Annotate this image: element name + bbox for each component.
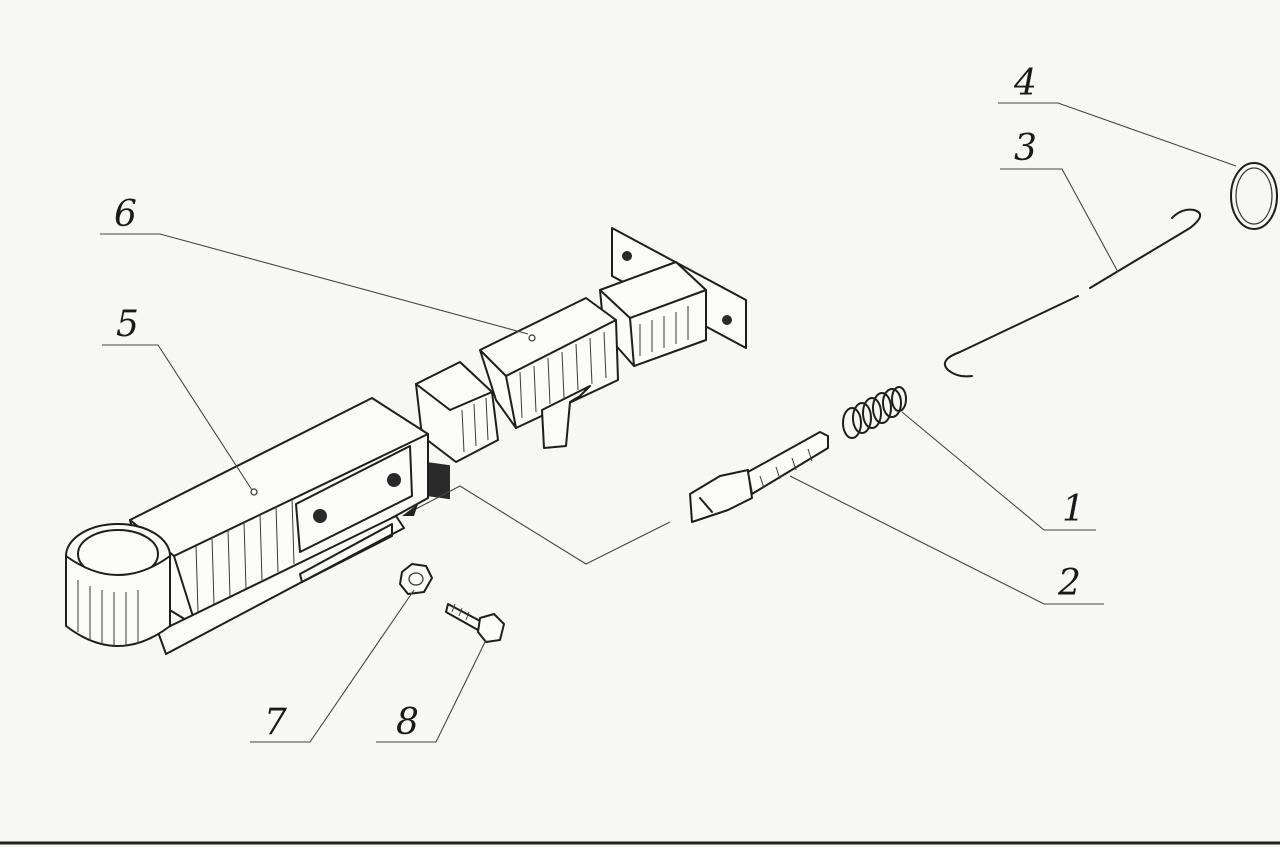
pin-part [689, 431, 829, 523]
callout-label-8: 7 [264, 702, 287, 743]
nut-part [399, 563, 433, 595]
callout-label-3: 3 [1014, 128, 1037, 169]
callout-6: 6 [100, 194, 529, 335]
callout-4: 4 [998, 63, 1237, 167]
callout-label-6: 6 [114, 194, 137, 235]
callout-label-7: 8 [396, 702, 419, 743]
callout-3: 3 [1000, 128, 1119, 273]
assembly-arrow [402, 485, 671, 565]
bracket-part [415, 227, 747, 500]
callout-8: 7 [250, 589, 415, 743]
callout-label-4: 4 [1013, 63, 1037, 104]
bolt-part [445, 603, 505, 643]
callout-7: 8 [376, 639, 487, 743]
callout-1: 1 [901, 411, 1096, 531]
spring-part [842, 386, 907, 439]
callout-label-5: 5 [116, 304, 139, 345]
arm-part [65, 397, 429, 655]
rod-part [944, 208, 1201, 378]
callout-2: 2 [789, 475, 1104, 605]
callout-label-2: 2 [1057, 563, 1081, 604]
callout-5: 5 [102, 304, 253, 491]
callout-label-1: 1 [1062, 489, 1085, 530]
ring-part [1230, 162, 1278, 230]
